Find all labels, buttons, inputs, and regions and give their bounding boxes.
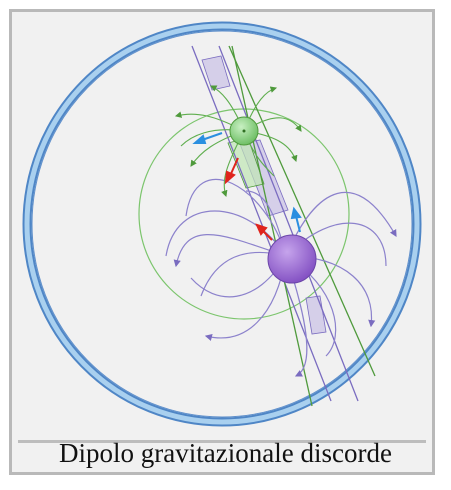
caption-divider [18,440,426,443]
boundary-ring [22,21,422,427]
blue-arrow-icon [192,132,302,233]
diagram-area [16,16,428,436]
dipole-diagram [22,21,422,427]
red-arrow-icon [224,157,273,241]
large-mass-icon [267,234,317,284]
figure-caption: Dipolo gravitazionale discorde [59,438,392,468]
axis-lines [191,45,376,407]
figure-frame [9,9,435,475]
small-mass-icon [229,116,259,146]
shaded-bands [201,55,327,335]
